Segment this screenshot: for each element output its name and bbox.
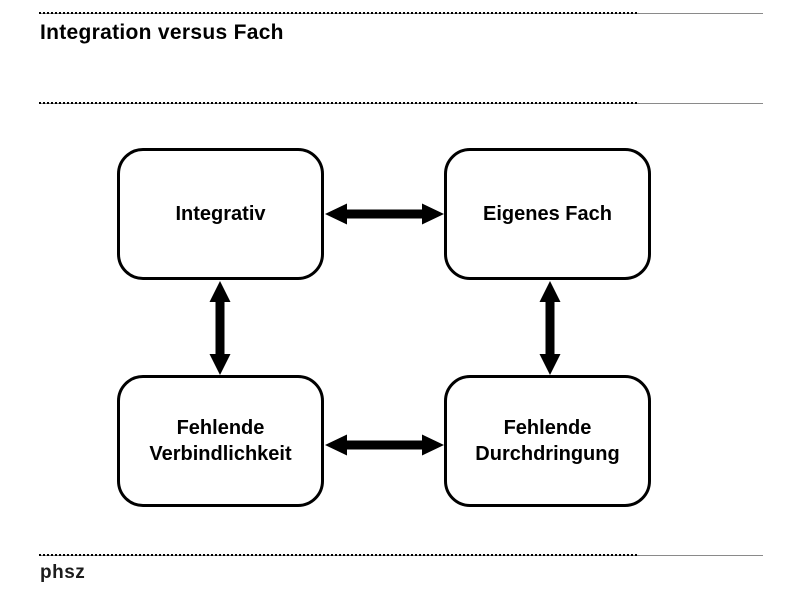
diagram-node-fehlende-verbindlichkeit: Fehlende Verbindlichkeit <box>117 375 324 507</box>
node-label-integrativ: Integrativ <box>175 203 266 225</box>
footer-divider <box>39 554 763 557</box>
title-divider-dotted-line <box>39 102 637 104</box>
double-arrow-icon-left-vertical <box>206 281 234 380</box>
double-arrow-icon-right-vertical <box>536 281 564 380</box>
phsz-logo: phsz <box>40 562 86 583</box>
double-arrow-icon-top-horizontal <box>325 200 444 233</box>
node-label-fehlende-verbindlichkeit: Fehlende Verbindlichkeit <box>149 417 292 465</box>
node-label-eigenes-fach: Eigenes Fach <box>483 203 612 225</box>
title-divider <box>39 102 763 105</box>
diagram-node-eigenes-fach: Eigenes Fach <box>444 148 651 280</box>
double-arrow-icon-bottom-horizontal <box>325 431 444 464</box>
diagram-node-integrativ: Integrativ <box>117 148 324 280</box>
top-divider-dotted-line <box>39 12 637 14</box>
footer-divider-dotted-line <box>39 554 637 556</box>
diagram-node-fehlende-durchdringung: Fehlende Durchdringung <box>444 375 651 507</box>
node-label-fehlende-durchdringung: Fehlende Durchdringung <box>475 417 620 465</box>
page-title: Integration versus Fach <box>40 21 284 44</box>
top-divider <box>39 12 763 15</box>
